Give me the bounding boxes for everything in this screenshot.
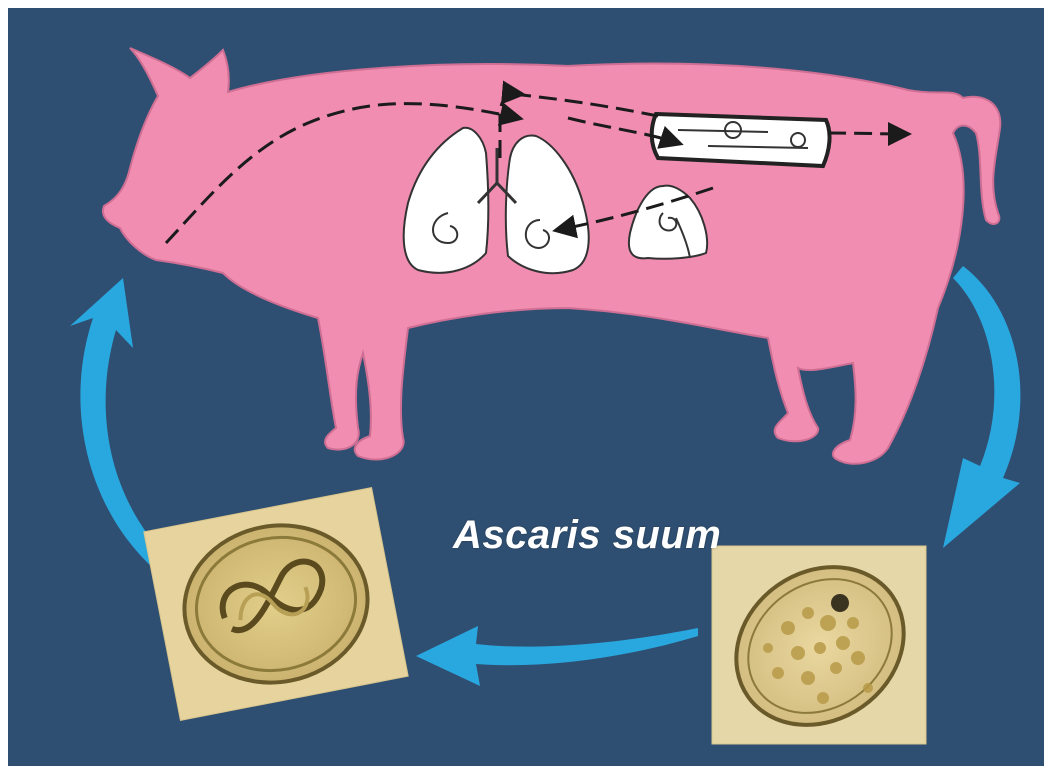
unembryonated-egg-photo <box>705 535 934 757</box>
species-caption: Ascaris suum <box>453 513 753 558</box>
lifecycle-canvas <box>8 8 1044 766</box>
embryonated-egg-photo <box>144 488 408 721</box>
cycle-arrow-development <box>416 626 698 686</box>
intestine-organ <box>652 114 830 166</box>
diagram-background: Ascaris suum <box>8 8 1044 766</box>
cycle-arrow-ingestion <box>70 278 163 568</box>
cycle-arrow-shedding <box>943 266 1020 548</box>
